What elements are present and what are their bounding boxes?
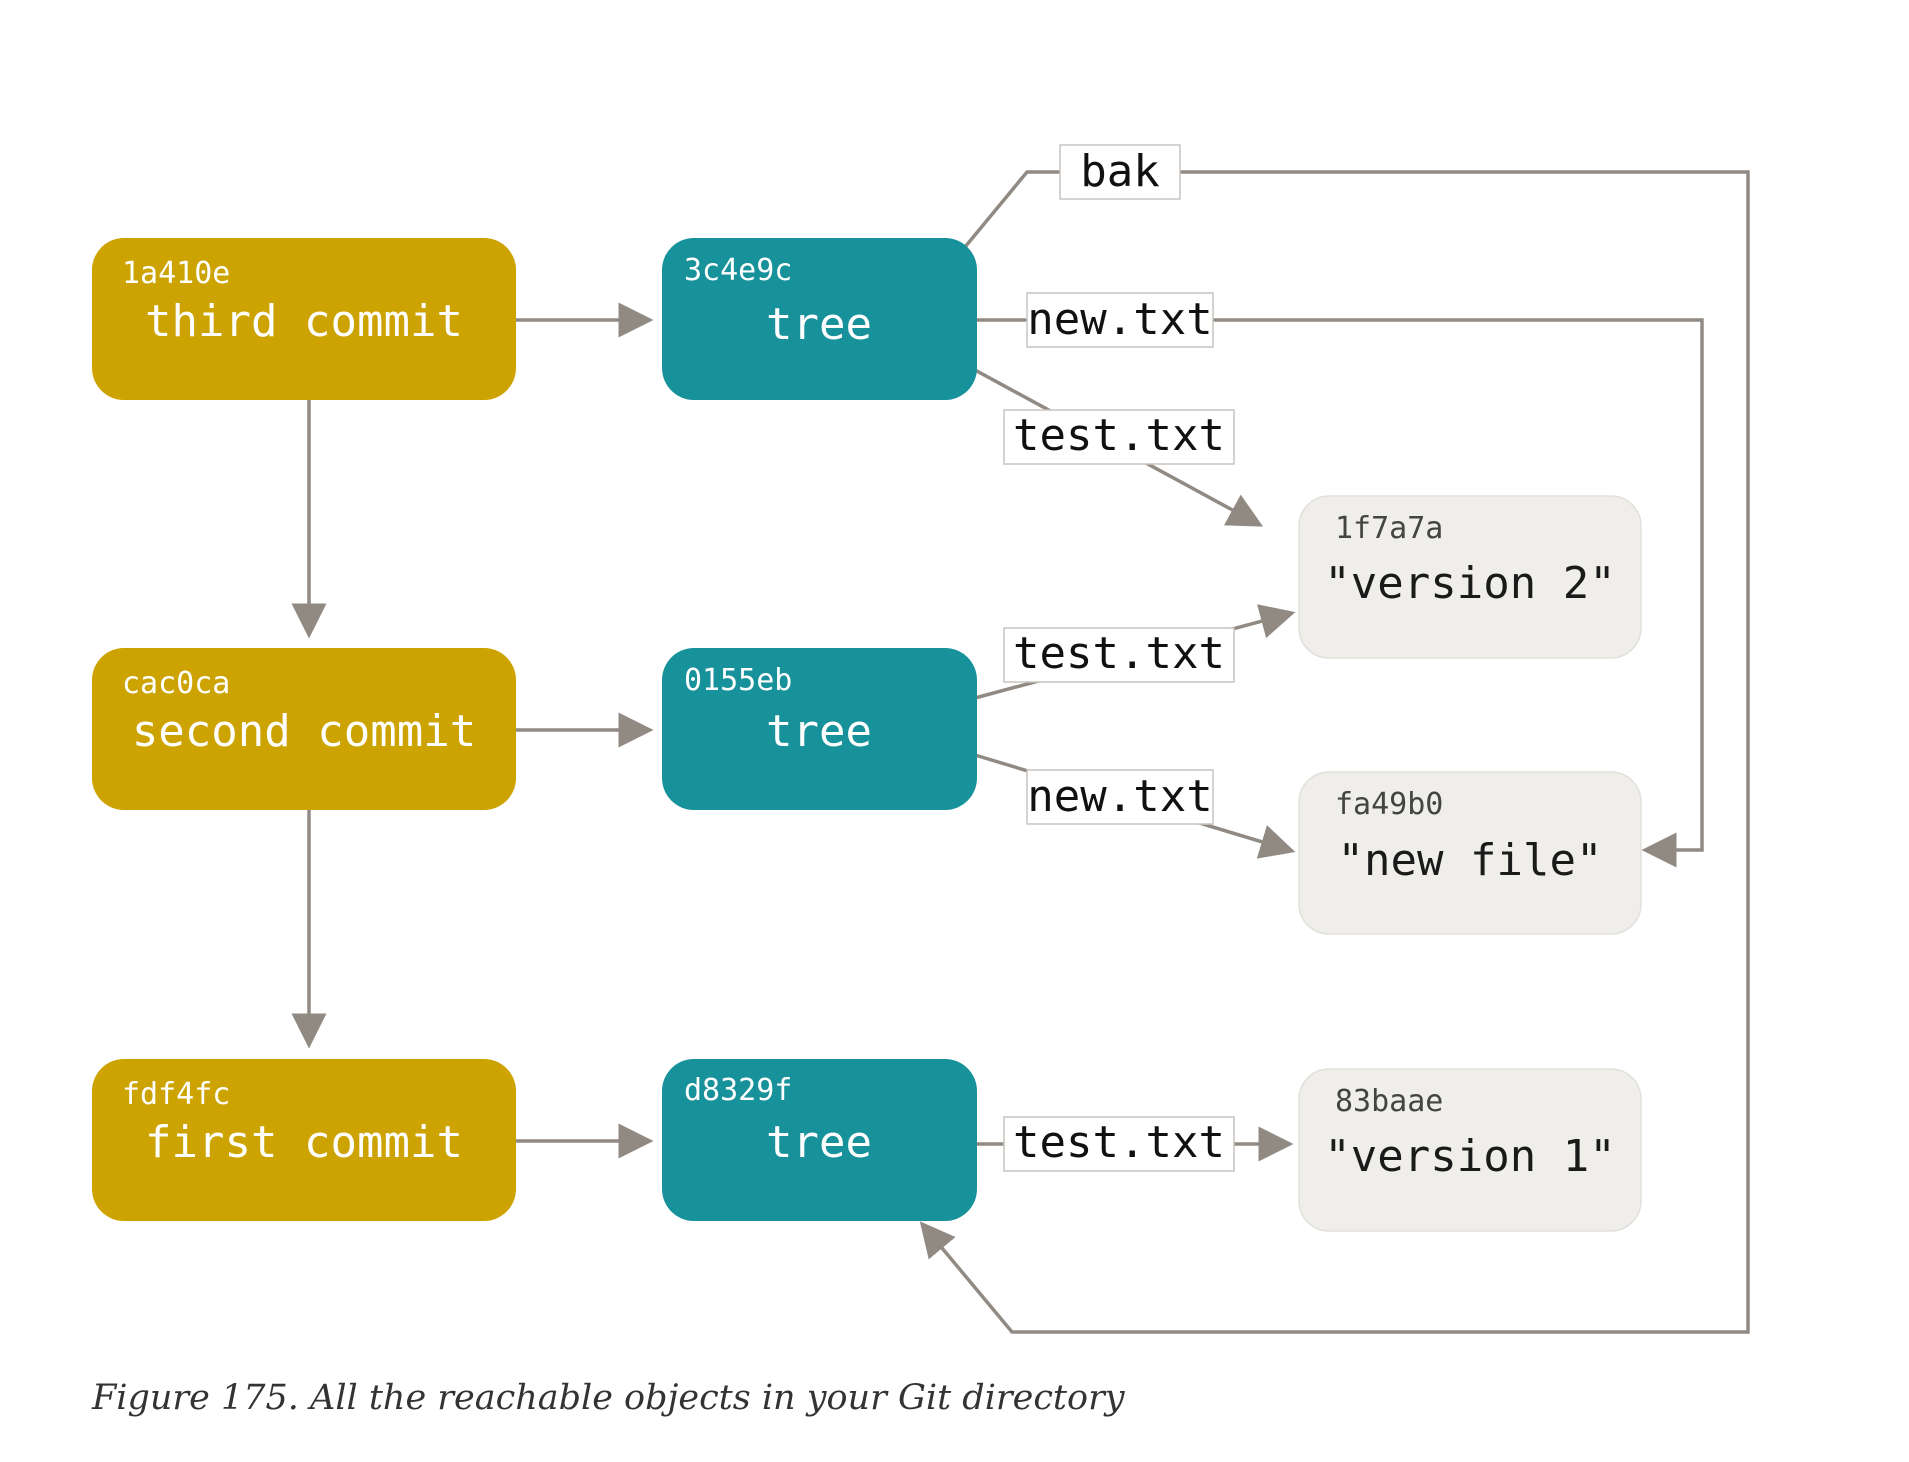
bak-arrow bbox=[919, 170, 1750, 1334]
edge-label-tree2-new: new.txt bbox=[1026, 769, 1214, 825]
edge-label-tree1-new: new.txt bbox=[1026, 292, 1214, 348]
commit-node-first: fdf4fc first commit bbox=[92, 1059, 516, 1221]
edge-label-text: bak bbox=[1080, 146, 1159, 197]
commit-label: second commit bbox=[132, 706, 476, 757]
blob-hash: 83baae bbox=[1335, 1084, 1443, 1119]
edge-label-text: new.txt bbox=[1027, 294, 1212, 345]
blob-node-fa49b0: fa49b0 "new file" bbox=[1298, 771, 1642, 935]
commit-node-third: 1a410e third commit bbox=[92, 238, 516, 400]
commit-label: first commit bbox=[145, 1117, 463, 1168]
tree-node-d8329f: d8329f tree bbox=[662, 1059, 977, 1221]
tree1-new-arrow bbox=[975, 318, 1704, 868]
blob-hash: 1f7a7a bbox=[1335, 511, 1443, 546]
tree-label: tree bbox=[766, 299, 872, 350]
commit-hash: fdf4fc bbox=[122, 1077, 230, 1112]
commit-hash: cac0ca bbox=[122, 666, 230, 701]
figure-caption: Figure 175. All the reachable objects in… bbox=[92, 1378, 1125, 1418]
edge-label-text: test.txt bbox=[1013, 1117, 1225, 1168]
edge-label-text: new.txt bbox=[1027, 771, 1212, 822]
tree-label: tree bbox=[766, 1117, 872, 1168]
edge-label-bak: bak bbox=[1059, 144, 1181, 200]
commit-node-second: cac0ca second commit bbox=[92, 648, 516, 810]
edge-label-tree2-test: test.txt bbox=[1003, 627, 1235, 683]
tree-label: tree bbox=[766, 706, 872, 757]
blob-label: "version 1" bbox=[1324, 1131, 1615, 1182]
commit-label: third commit bbox=[145, 296, 463, 347]
tree-node-3c4e9c: 3c4e9c tree bbox=[662, 238, 977, 400]
tree-node-0155eb: 0155eb tree bbox=[662, 648, 977, 810]
commit-hash: 1a410e bbox=[122, 256, 230, 291]
tree-hash: 3c4e9c bbox=[684, 253, 792, 288]
blob-hash: fa49b0 bbox=[1335, 787, 1443, 822]
edge-label-tree1-test: test.txt bbox=[1003, 409, 1235, 465]
edge-label-text: test.txt bbox=[1013, 628, 1225, 679]
tree-hash: 0155eb bbox=[684, 663, 792, 698]
blob-label: "new file" bbox=[1338, 835, 1603, 886]
blob-node-1f7a7a: 1f7a7a "version 2" bbox=[1298, 495, 1642, 659]
edge-label-tree3-test: test.txt bbox=[1003, 1116, 1235, 1172]
tree-hash: d8329f bbox=[684, 1073, 792, 1108]
edge-label-text: test.txt bbox=[1013, 410, 1225, 461]
blob-node-83baae: 83baae "version 1" bbox=[1298, 1068, 1642, 1232]
blob-label: "version 2" bbox=[1324, 558, 1615, 609]
